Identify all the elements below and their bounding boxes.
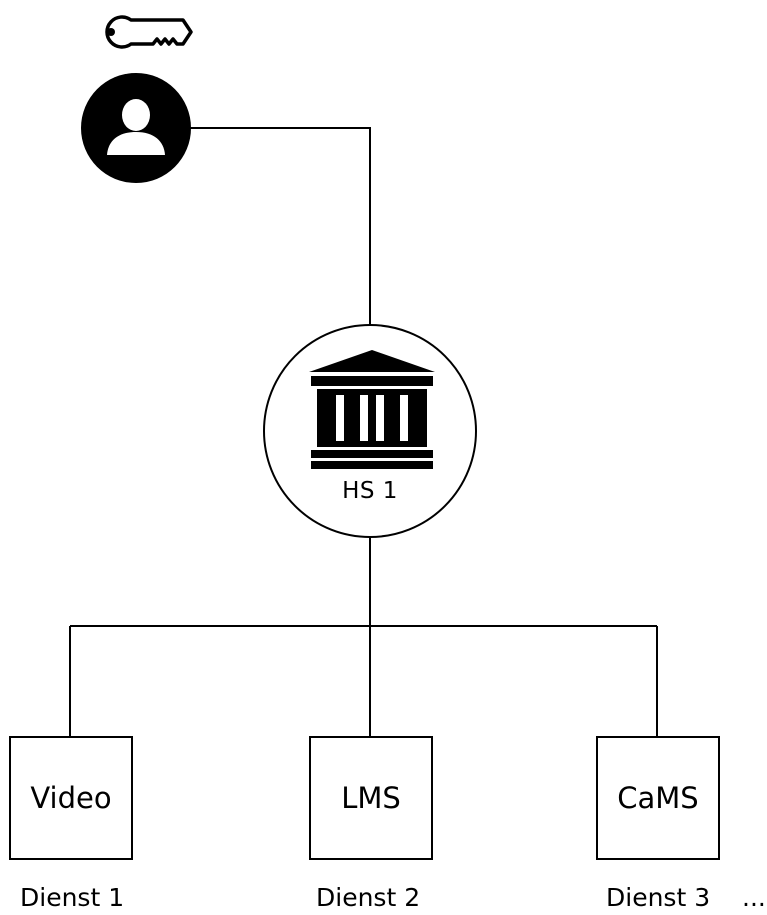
user-icon xyxy=(81,73,191,183)
more-services-indicator: ... xyxy=(742,883,766,912)
service-caption: Dienst 1 xyxy=(20,883,125,912)
service-name: CaMS xyxy=(617,781,699,815)
institution-node: HS 1 xyxy=(263,324,477,538)
service-box-video: Video xyxy=(9,736,133,860)
user-to-institution-connector xyxy=(190,127,371,325)
building-icon xyxy=(309,350,435,469)
key-icon xyxy=(105,15,193,49)
service-box-cams: CaMS xyxy=(596,736,720,860)
service-caption: Dienst 2 xyxy=(316,883,421,912)
service-box-lms: LMS xyxy=(309,736,433,860)
service-name: LMS xyxy=(341,781,401,815)
service-name: Video xyxy=(30,781,112,815)
institution-label: HS 1 xyxy=(342,478,398,504)
service-caption: Dienst 3 xyxy=(606,883,711,912)
